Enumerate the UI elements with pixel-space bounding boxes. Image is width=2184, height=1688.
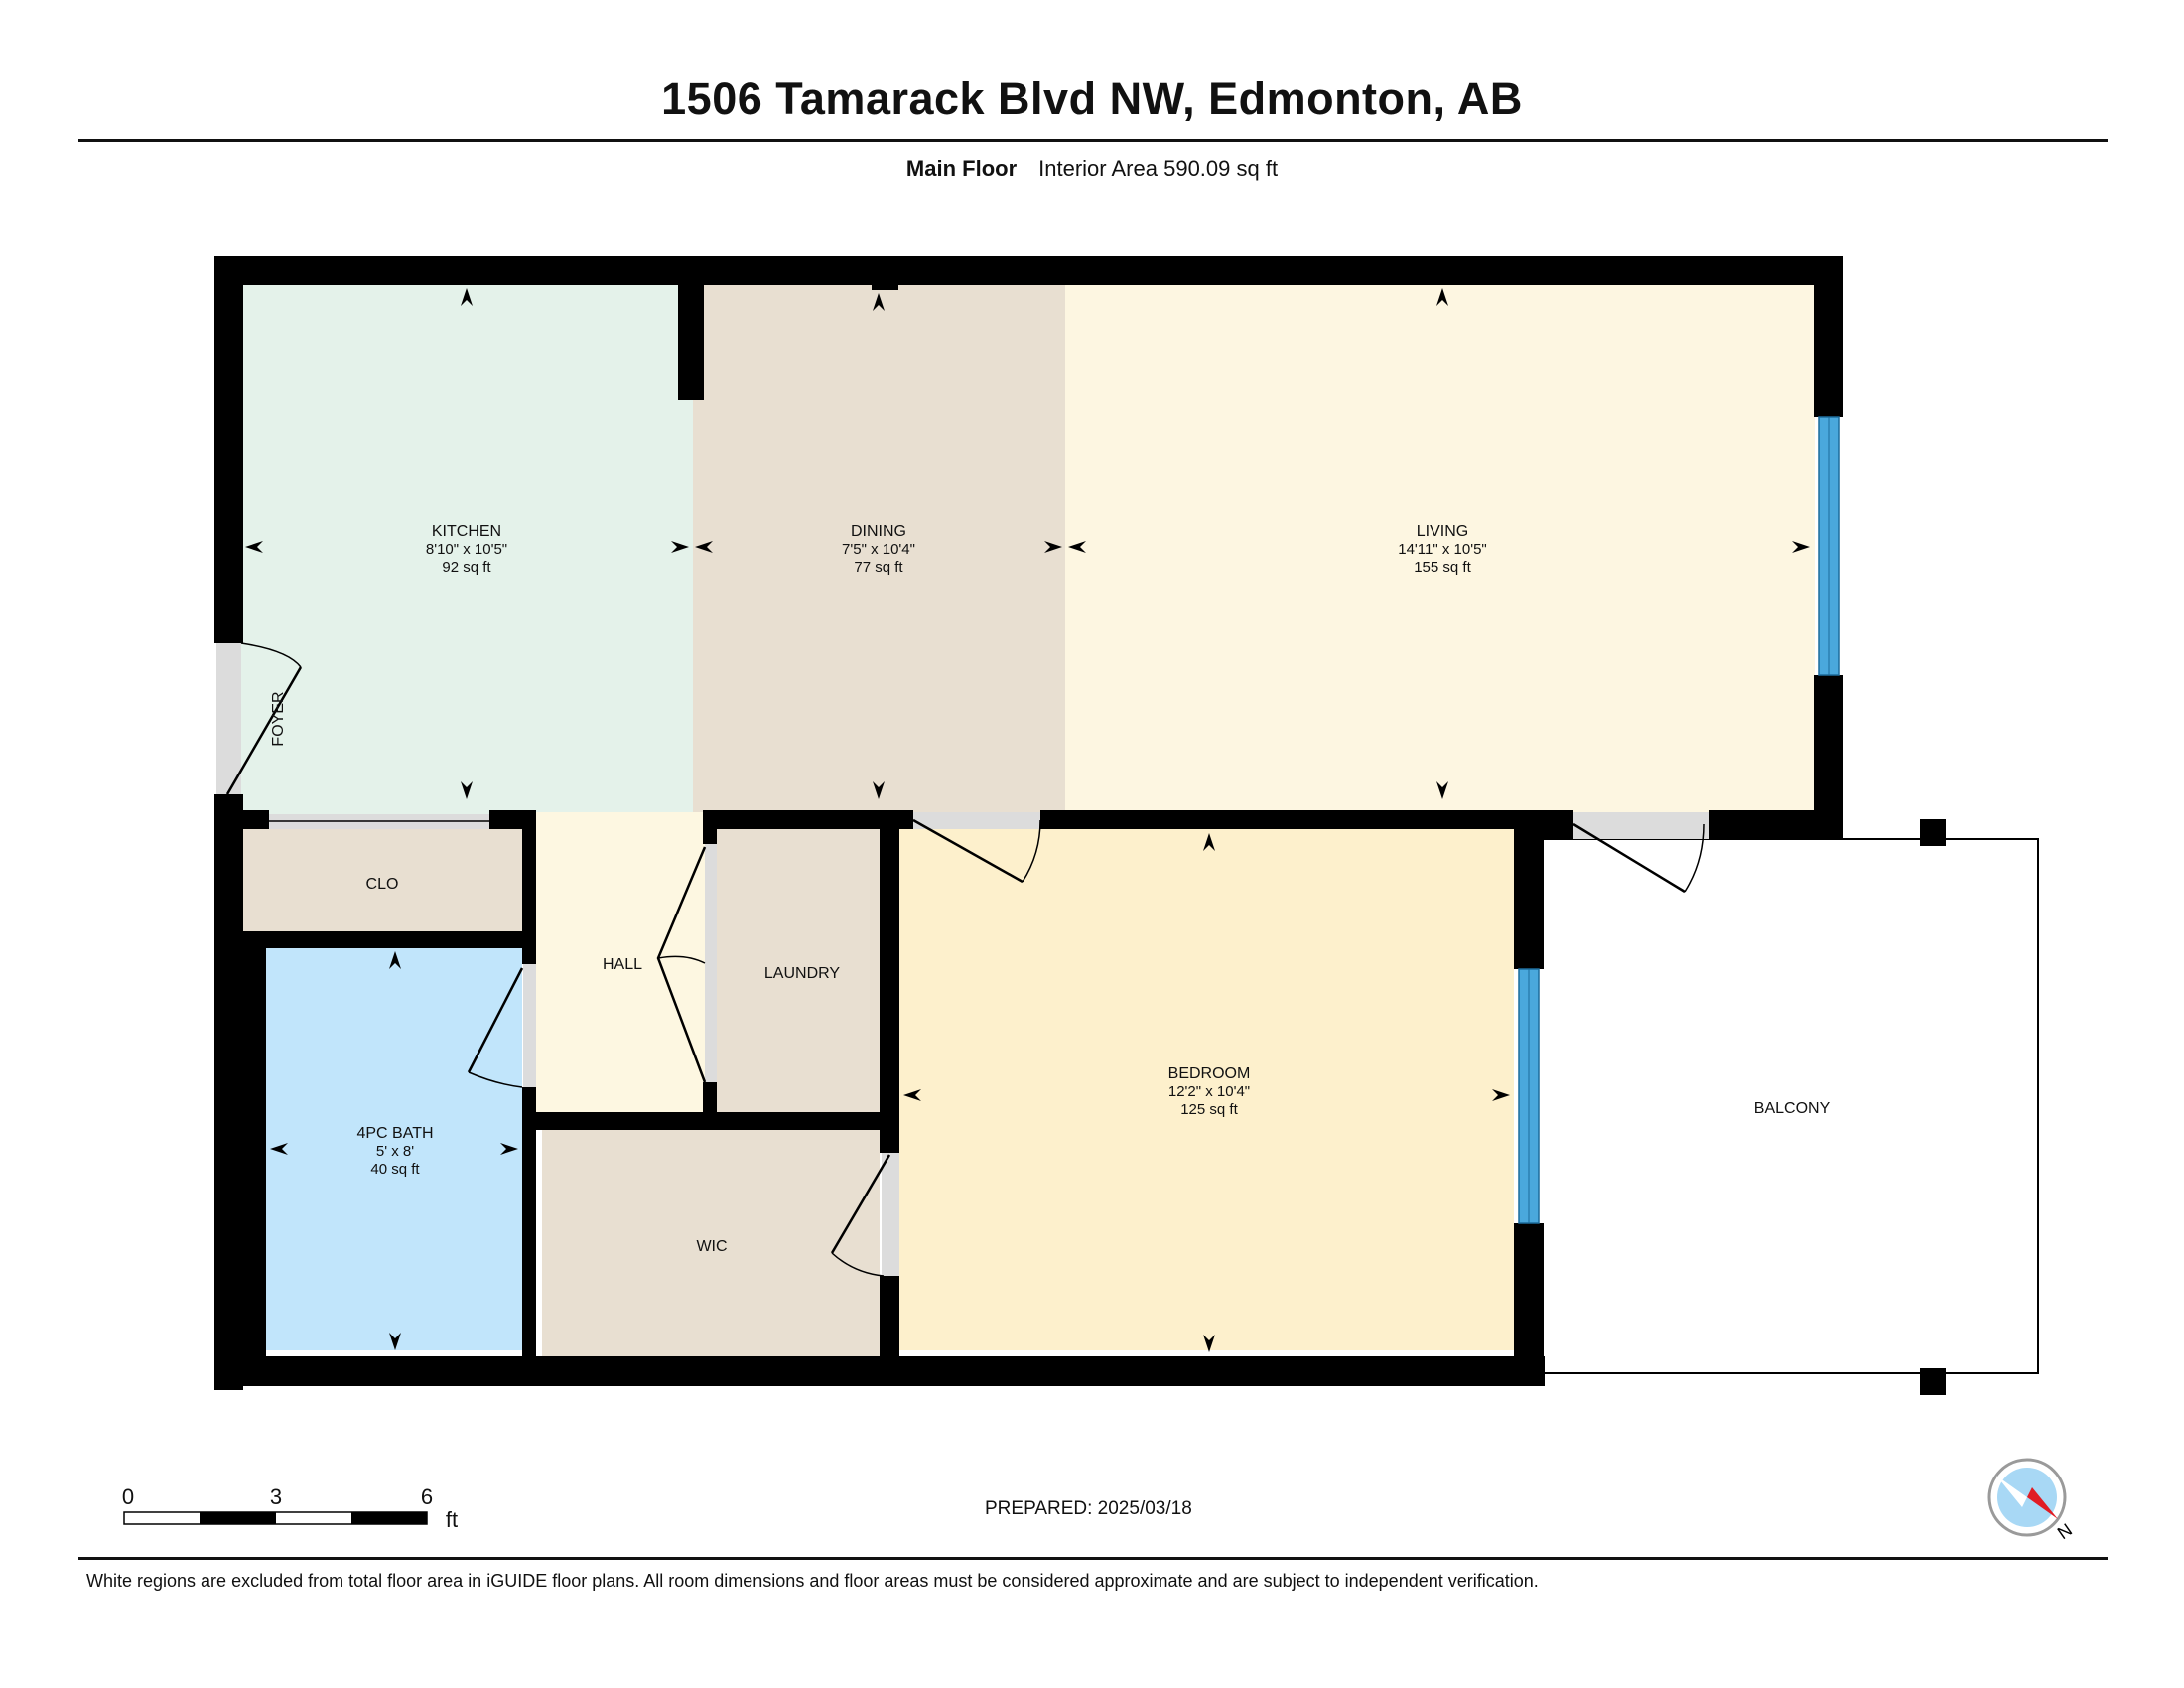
bedroom-label: BEDROOM — [1168, 1065, 1251, 1082]
header-divider — [78, 139, 2108, 142]
dining-area — [693, 283, 1065, 814]
door-openings — [216, 643, 1709, 1276]
walls — [214, 256, 1843, 1390]
wic-label: WIC — [696, 1238, 727, 1255]
dining-area-text: 77 sq ft — [854, 559, 903, 576]
balcony-post — [1920, 819, 1946, 846]
hall-area — [536, 812, 705, 1115]
dining-label: DINING — [851, 523, 906, 540]
balcony-label: BALCONY — [1754, 1100, 1831, 1117]
prepared-date: PREPARED: 2025/03/18 — [985, 1498, 1192, 1519]
closet-label: CLO — [366, 876, 399, 893]
bath-area — [266, 948, 522, 1350]
kitchen-area — [241, 283, 693, 814]
living-area — [1065, 283, 1815, 814]
page-title: 1506 Tamarack Blvd NW, Edmonton, AB — [661, 73, 1523, 124]
floor-name: Main Floor — [905, 156, 1018, 181]
scale-label-3: 3 — [270, 1484, 282, 1509]
interior-area: Interior Area 590.09 sq ft — [1038, 156, 1279, 181]
foyer-label: FOYER — [270, 691, 287, 746]
footer-divider — [78, 1557, 2108, 1560]
windows — [1518, 416, 1840, 1224]
wic-area — [542, 1130, 880, 1356]
floor-summary: Main Floor Interior Area 590.09 sq ft — [0, 156, 2184, 182]
scale-unit: ft — [446, 1507, 458, 1532]
dining-dimensions: 7'5" x 10'4" — [842, 541, 915, 558]
kitchen-label: KITCHEN — [432, 523, 501, 540]
compass-icon: N — [1987, 1458, 2076, 1543]
living-area-text: 155 sq ft — [1414, 559, 1471, 576]
kitchen-area-text: 92 sq ft — [442, 559, 491, 576]
dimension-arrows — [245, 288, 1810, 1352]
bedroom-dimensions: 12'2" x 10'4" — [1168, 1083, 1250, 1100]
kitchen-dimensions: 8'10" x 10'5" — [426, 541, 507, 558]
hall-label: HALL — [603, 956, 642, 973]
laundry-label: LAUNDRY — [764, 965, 841, 982]
bath-label: 4PC BATH — [356, 1125, 433, 1142]
bedroom-area — [899, 829, 1514, 1350]
disclaimer: White regions are excluded from total fl… — [86, 1571, 1539, 1591]
scale-label-0: 0 — [122, 1484, 134, 1509]
compass-north-label: N — [2054, 1519, 2076, 1543]
bath-area-text: 40 sq ft — [370, 1161, 420, 1178]
closet-area — [241, 829, 522, 931]
balcony-post — [1920, 1368, 1946, 1395]
living-label: LIVING — [1417, 523, 1468, 540]
bath-dimensions: 5' x 8' — [376, 1143, 414, 1160]
living-dimensions: 14'11" x 10'5" — [1398, 541, 1487, 558]
scale-bar: 0 3 6 ft — [122, 1484, 458, 1532]
bedroom-area-text: 125 sq ft — [1180, 1101, 1238, 1118]
doors — [225, 642, 1705, 1277]
scale-label-6: 6 — [421, 1484, 433, 1509]
laundry-area — [717, 829, 881, 1115]
